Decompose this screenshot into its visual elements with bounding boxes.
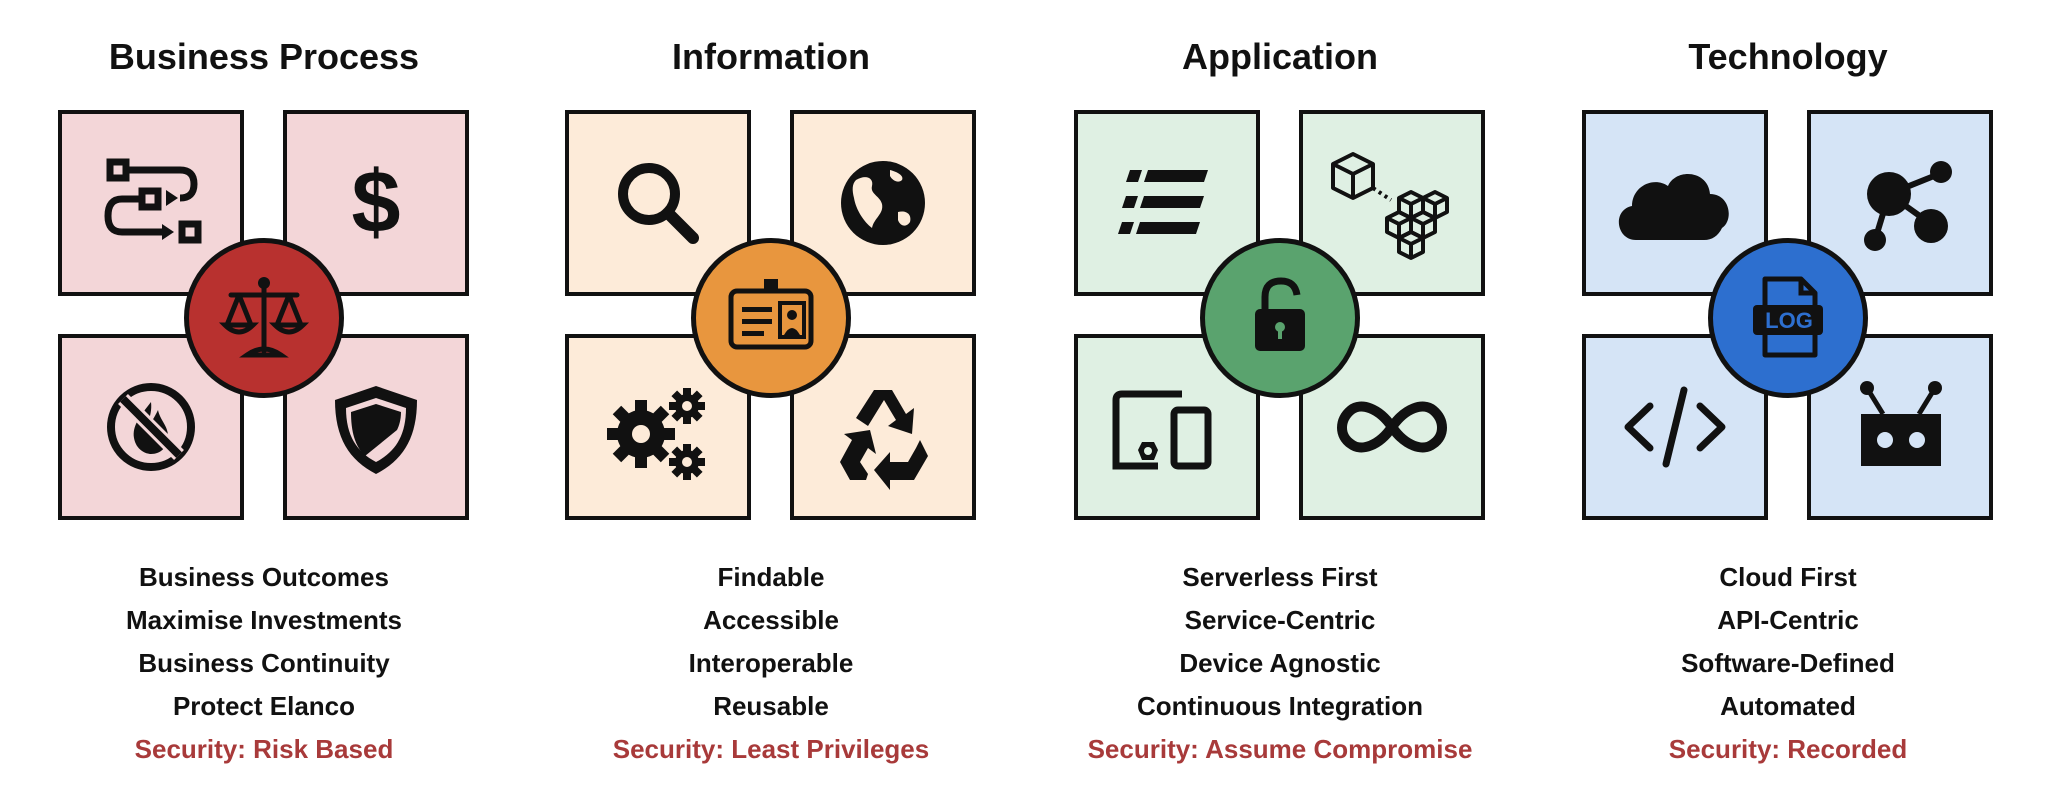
principle-item: Device Agnostic [1179, 648, 1381, 678]
fire-prohibited-icon [107, 383, 195, 471]
gears-icon [607, 388, 705, 480]
id-badge-icon [728, 279, 814, 350]
hub-circle: LOG [1708, 238, 1868, 398]
principle-item: Cloud First [1719, 562, 1857, 592]
globe-icon [841, 161, 925, 245]
dollar-sign-icon: $ [352, 152, 401, 251]
principle-item: API-Centric [1717, 605, 1859, 635]
principle-item: Service-Centric [1184, 605, 1376, 635]
principle-item: Software-Defined [1681, 648, 1895, 678]
principle-item: Serverless First [1182, 562, 1378, 592]
principle-item: Continuous Integration [1137, 691, 1423, 721]
pillar-business-process: Business Process $ [49, 0, 479, 801]
hub-circle [691, 238, 851, 398]
principle-item: Findable [717, 562, 825, 592]
principles-list: Business Outcomes Maximise Investments B… [49, 556, 479, 771]
tile-gears [565, 334, 751, 520]
principle-item: Reusable [713, 691, 829, 721]
pillar-application: Application [1065, 0, 1495, 801]
hub-circle [184, 238, 344, 398]
principles-list: Serverless First Service-Centric Device … [1065, 556, 1495, 771]
share-nodes-icon [1864, 161, 1952, 251]
security-principle: Security: Least Privileges [612, 734, 930, 764]
robot-icon [1860, 381, 1942, 466]
padlock-icon [1255, 277, 1305, 351]
tile-cloud [1582, 110, 1768, 296]
infinity-icon [1337, 401, 1447, 453]
principle-item: Maximise Investments [125, 605, 402, 635]
principle-item: Accessible [703, 605, 839, 635]
pillar-title: Application [1182, 36, 1378, 77]
hub-circle [1200, 238, 1360, 398]
principle-item: Business Continuity [138, 648, 390, 678]
list-icon [1118, 170, 1208, 234]
cloud-icon [1618, 174, 1729, 240]
recycle-icon [840, 390, 928, 490]
tile-cubes [1299, 110, 1485, 296]
security-principle: Security: Risk Based [134, 734, 394, 764]
principle-item: Business Outcomes [139, 562, 389, 592]
code-icon [1624, 386, 1726, 468]
pillar-title: Information [672, 36, 870, 77]
principles-list: Findable Accessible Interoperable Reusab… [556, 556, 986, 771]
log-label: LOG [1765, 308, 1813, 333]
security-principle: Security: Assume Compromise [1087, 734, 1473, 764]
shield-icon [335, 386, 417, 474]
principle-item: Protect Elanco [172, 691, 356, 721]
scales-of-justice-icon [218, 277, 310, 358]
principles-list: Cloud First API-Centric Software-Defined… [1573, 556, 2003, 771]
cubes-icon [1331, 152, 1449, 260]
tile-process-flow [58, 110, 244, 296]
process-flow-icon [104, 158, 202, 244]
magnifier-icon [618, 163, 699, 244]
pillar-information: Information [556, 0, 986, 801]
pillar-technology: Technology [1573, 0, 2003, 801]
security-principle: Security: Recorded [1668, 734, 1908, 764]
pillar-title: Technology [1688, 36, 1888, 77]
svg-text:$: $ [352, 152, 401, 251]
principle-item: Interoperable [688, 648, 854, 678]
log-file-icon [1753, 276, 1823, 358]
principle-item: Automated [1720, 691, 1856, 721]
pillar-title: Business Process [108, 36, 420, 77]
devices-icon [1112, 390, 1212, 470]
